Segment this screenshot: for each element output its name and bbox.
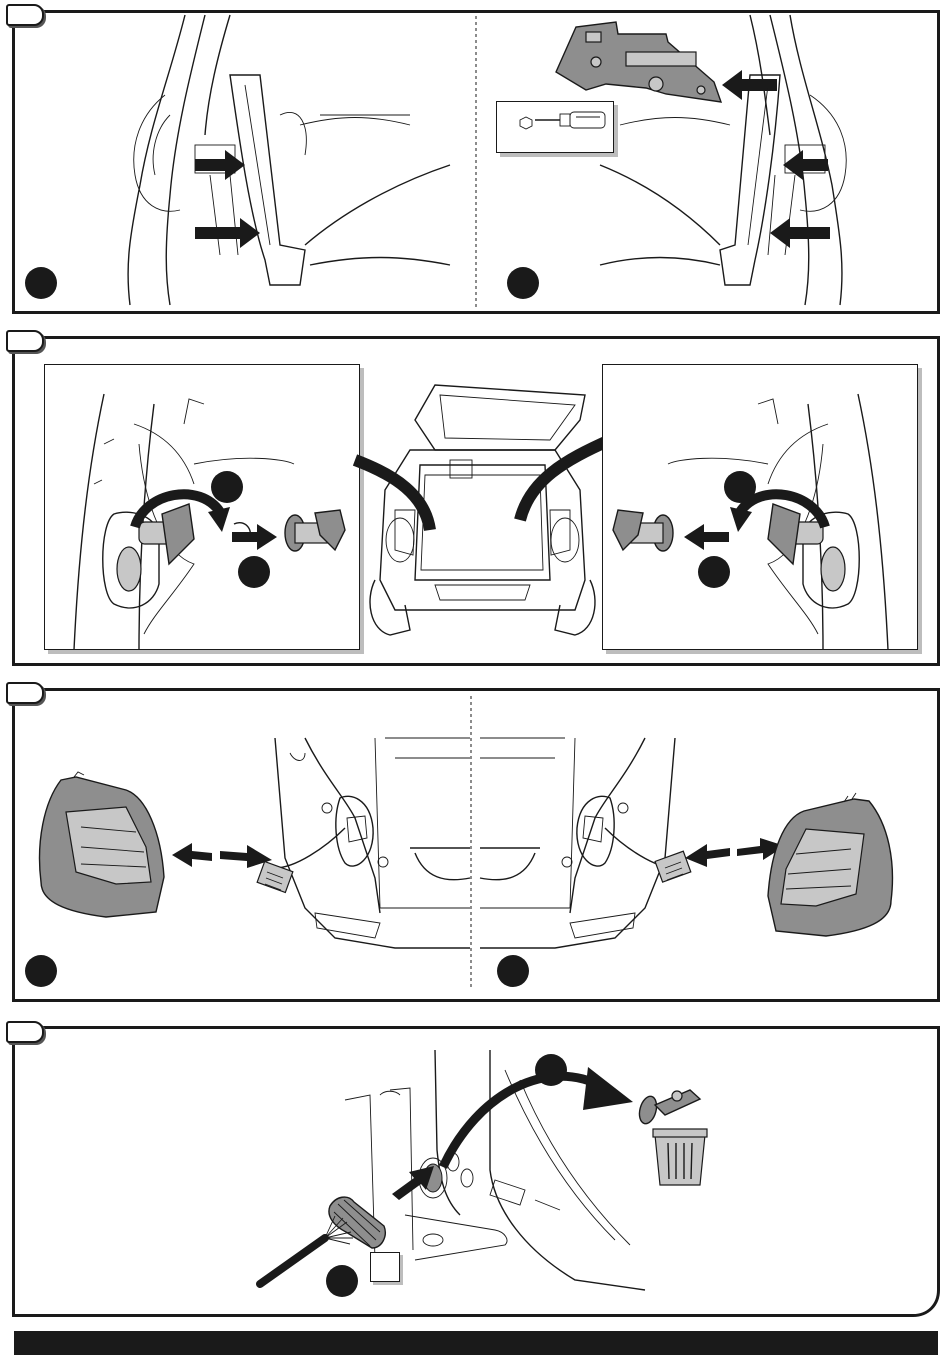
footer-bar xyxy=(14,1331,938,1355)
push-arrow-icon xyxy=(392,1164,438,1204)
step-4-tab xyxy=(6,1021,44,1043)
step-marker-icon xyxy=(326,1265,358,1297)
step-marker-icon xyxy=(535,1054,567,1086)
callout-box xyxy=(370,1252,400,1282)
trash-bin-icon xyxy=(650,1085,710,1189)
